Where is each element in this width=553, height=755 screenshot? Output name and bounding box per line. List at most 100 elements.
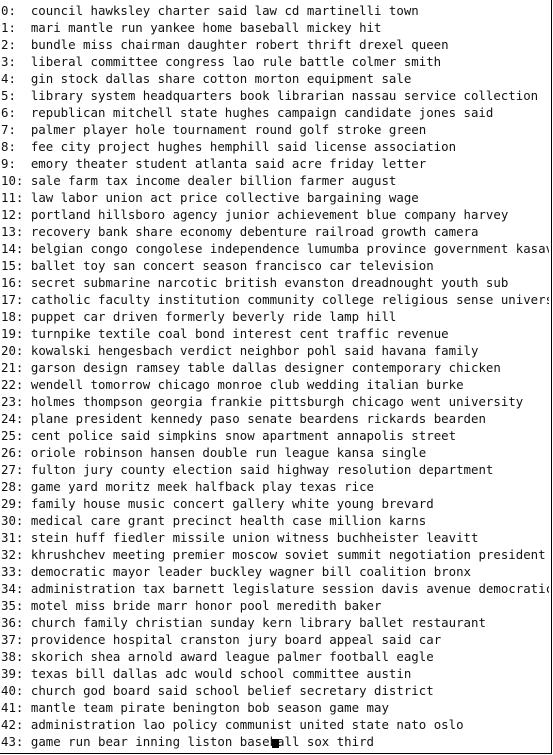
terminal-line: 40: church god board said school belief …: [1, 682, 549, 699]
text-cursor: [272, 739, 279, 748]
line-text: fee city project hughes hemphill said li…: [30, 139, 457, 154]
line-number: 36:: [1, 615, 24, 630]
line-separator: [23, 258, 30, 273]
terminal-line: 20: kowalski hengesbach verdict neighbor…: [1, 342, 549, 359]
line-text: republican mitchell state hughes campaig…: [30, 105, 494, 120]
line-text: administration lao policy communist unit…: [30, 717, 464, 732]
line-separator: [23, 564, 30, 579]
line-separator: [16, 20, 31, 35]
terminal-line: 31: stein huff fiedler missile union wit…: [1, 529, 549, 546]
line-number: 6:: [1, 105, 16, 120]
line-number: 18:: [1, 309, 24, 324]
line-number: 3:: [1, 54, 16, 69]
line-number: 16:: [1, 275, 24, 290]
line-text: turnpike textile coal bond interest cent…: [30, 326, 449, 341]
line-number: 15:: [1, 258, 24, 273]
line-text: motel miss bride marr honor pool meredit…: [30, 598, 382, 613]
terminal-line: 30: medical care grant precinct health c…: [1, 512, 549, 529]
line-number: 29:: [1, 496, 24, 511]
line-text: belgian congo congolese independence lum…: [30, 241, 549, 256]
terminal-line: 15: ballet toy san concert season franci…: [1, 257, 549, 274]
line-separator: [23, 462, 30, 477]
terminal-line: 23: holmes thompson georgia frankie pitt…: [1, 393, 549, 410]
line-separator: [23, 530, 30, 545]
line-number: 42:: [1, 717, 24, 732]
line-text: palmer player hole tournament round golf…: [30, 122, 427, 137]
terminal-line: 8: fee city project hughes hemphill said…: [1, 138, 549, 155]
line-text: emory theater student atlanta said acre …: [30, 156, 427, 171]
terminal-line: 4: gin stock dallas share cotton morton …: [1, 70, 549, 87]
line-text: bundle miss chairman daughter robert thr…: [30, 37, 449, 52]
line-text: texas bill dallas adc would school commi…: [30, 666, 412, 681]
line-text: holmes thompson georgia frankie pittsbur…: [30, 394, 524, 409]
line-text: portland hillsboro agency junior achieve…: [30, 207, 509, 222]
terminal-line: 18: puppet car driven formerly beverly r…: [1, 308, 549, 325]
terminal-line: 43: game run bear inning liston baseball…: [1, 733, 549, 750]
line-text: skorich shea arnold award league palmer …: [30, 649, 434, 664]
line-text: secret submarine narcotic british evanst…: [30, 275, 509, 290]
terminal-line: 16: secret submarine narcotic british ev…: [1, 274, 549, 291]
line-number: 40:: [1, 683, 24, 698]
line-text: recovery bank share economy debenture ra…: [30, 224, 479, 239]
terminal-line: 12: portland hillsboro agency junior ach…: [1, 206, 549, 223]
line-separator: [23, 241, 30, 256]
terminal-line: 26: oriole robinson hansen double run le…: [1, 444, 549, 461]
line-number: 19:: [1, 326, 24, 341]
terminal-line: 42: administration lao policy communist …: [1, 716, 549, 733]
line-text: providence hospital cranston jury board …: [30, 632, 442, 647]
line-separator: [23, 411, 30, 426]
line-number: 38:: [1, 649, 24, 664]
line-separator: [23, 275, 30, 290]
line-number: 32:: [1, 547, 24, 562]
line-text: kowalski hengesbach verdict neighbor poh…: [30, 343, 479, 358]
terminal-line: 32: khrushchev meeting premier moscow so…: [1, 546, 549, 563]
terminal-line: 21: garson design ramsey table dallas de…: [1, 359, 549, 376]
line-number: 4:: [1, 71, 16, 86]
line-separator: [23, 326, 30, 341]
line-separator: [16, 3, 31, 18]
line-number: 14:: [1, 241, 24, 256]
line-separator: [23, 377, 30, 392]
line-text: plane president kennedy paso senate bear…: [30, 411, 486, 426]
line-separator: [16, 105, 31, 120]
line-number: 7:: [1, 122, 16, 137]
terminal-line: 22: wendell tomorrow chicago monroe club…: [1, 376, 549, 393]
terminal-line: 19: turnpike textile coal bond interest …: [1, 325, 549, 342]
line-number: 25:: [1, 428, 24, 443]
terminal-line: 11: law labor union act price collective…: [1, 189, 549, 206]
line-text: council hawksley charter said law cd mar…: [30, 3, 419, 18]
line-separator: [23, 343, 30, 358]
line-separator: [16, 54, 31, 69]
line-text: administration tax barnett legislature s…: [30, 581, 549, 596]
line-separator: [23, 394, 30, 409]
line-separator: [23, 666, 30, 681]
line-number: 24:: [1, 411, 24, 426]
line-number: 28:: [1, 479, 24, 494]
line-number: 39:: [1, 666, 24, 681]
line-text: mari mantle run yankee home baseball mic…: [30, 20, 382, 35]
line-number: 22:: [1, 377, 24, 392]
line-text: mantle team pirate benington bob season …: [30, 700, 389, 715]
line-text: khrushchev meeting premier moscow soviet…: [30, 547, 546, 562]
terminal-line: 0: council hawksley charter said law cd …: [1, 2, 549, 19]
line-text: church god board said school belief secr…: [30, 683, 434, 698]
line-separator: [23, 428, 30, 443]
line-number: 9:: [1, 156, 16, 171]
line-separator: [16, 37, 31, 52]
line-text: sale farm tax income dealer billion farm…: [30, 173, 397, 188]
terminal-line: 13: recovery bank share economy debentur…: [1, 223, 549, 240]
line-number: 21:: [1, 360, 24, 375]
terminal-line: 33: democratic mayor leader buckley wagn…: [1, 563, 549, 580]
line-number: 12:: [1, 207, 24, 222]
line-separator: [23, 445, 30, 460]
line-number: 35:: [1, 598, 24, 613]
line-text: stein huff fiedler missile union witness…: [30, 530, 479, 545]
line-separator: [16, 122, 31, 137]
terminal-line: 35: motel miss bride marr honor pool mer…: [1, 597, 549, 614]
terminal-line: 10: sale farm tax income dealer billion …: [1, 172, 549, 189]
line-text: catholic faculty institution community c…: [30, 292, 549, 307]
line-number: 43:: [1, 734, 24, 749]
line-number: 30:: [1, 513, 24, 528]
